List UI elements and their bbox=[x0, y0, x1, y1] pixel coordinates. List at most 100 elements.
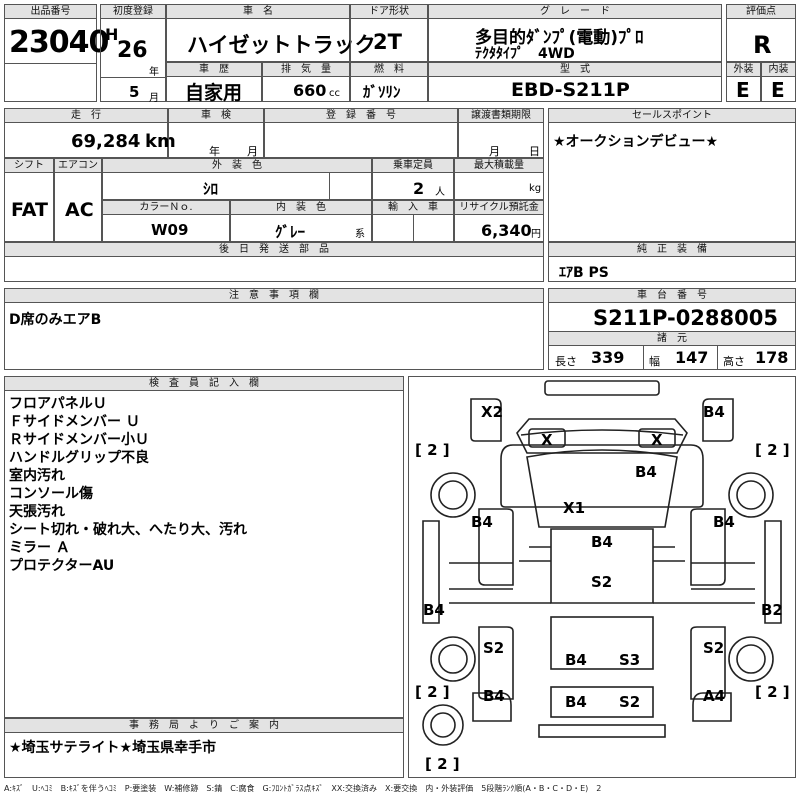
color-number-header: カラーＮｏ. bbox=[103, 201, 229, 215]
width-value: 147 bbox=[675, 348, 709, 367]
sales-point-cell: セールスポイント ★オークションデビュー★ bbox=[548, 108, 796, 242]
exterior-color-header: 外 装 色 bbox=[103, 159, 371, 173]
history-header: 車 歴 bbox=[167, 63, 261, 77]
inspector-note: プロテクターAU bbox=[9, 558, 115, 574]
model-cell: 型 式 EBD-S211P bbox=[428, 62, 722, 102]
interior-grade-cell: 内装 E bbox=[761, 62, 796, 102]
mark-cab-floor: B4 bbox=[591, 533, 613, 551]
interior-color-header: 内 装 色 bbox=[231, 201, 371, 215]
displacement-unit: cc bbox=[329, 88, 340, 99]
width-label: 幅 bbox=[649, 355, 660, 368]
chassis-number-cell: 車 台 番 号 S211P-0288005 諸 元 長さ 339 幅 147 高… bbox=[548, 288, 796, 370]
tire-front-right: [ 2 ] bbox=[755, 441, 790, 459]
mark-left-sill: B4 bbox=[423, 601, 445, 619]
fuel-value: ｶﾞｿﾘﾝ bbox=[363, 83, 401, 101]
model-value: EBD-S211P bbox=[511, 79, 630, 101]
mark-front-right-corner: B4 bbox=[703, 403, 725, 421]
displacement-header: 排 気 量 bbox=[263, 63, 349, 77]
inspector-note: Ｆサイドメンバー Ｕ bbox=[9, 414, 140, 430]
first-registration-cell: 初度登録 H 26 年 5 月 bbox=[100, 4, 166, 104]
notes-value: D席のみエアB bbox=[9, 312, 102, 328]
capacity-header: 乗車定員 bbox=[373, 159, 453, 173]
height-label: 高さ bbox=[723, 355, 745, 368]
exterior-grade-cell: 外装 E bbox=[726, 62, 761, 102]
ac-header: エアコン bbox=[55, 159, 101, 173]
recycle-unit: 円 bbox=[531, 229, 541, 240]
later-parts-cell: 後 日 発 送 部 品 bbox=[4, 242, 544, 282]
mark-windshield: B4 bbox=[635, 463, 657, 481]
interior-color-value: ｸﾞﾚｰ bbox=[275, 223, 306, 241]
mark-left-headlight: X bbox=[541, 431, 553, 449]
inspector-notes-header: 検 査 員 記 入 欄 bbox=[5, 377, 403, 391]
inspector-note: ハンドルグリップ不良 bbox=[9, 450, 149, 466]
grade-header: グ レ ー ド bbox=[429, 5, 721, 19]
transfer-deadline-header: 譲渡書類期限 bbox=[459, 109, 543, 123]
exterior-grade-value: E bbox=[736, 78, 750, 102]
month-value: 5 bbox=[129, 83, 140, 101]
lot-number-value: 23040 bbox=[9, 25, 109, 60]
mark-bed-right: S3 bbox=[619, 651, 641, 669]
inspector-note: コンソール傷 bbox=[9, 486, 93, 502]
capacity-cell: 乗車定員 2 人 bbox=[372, 158, 454, 200]
mark-tailgate-right: S2 bbox=[619, 693, 641, 711]
exterior-grade-header: 外装 bbox=[727, 63, 760, 77]
transfer-month-unit: 月 bbox=[489, 145, 500, 158]
inspector-note: フロアパネルＵ bbox=[9, 396, 107, 412]
inspector-note: 室内汚れ bbox=[9, 468, 65, 484]
doors-header: ドア形状 bbox=[351, 5, 427, 19]
import-header: 輸 入 車 bbox=[373, 201, 453, 215]
interior-grade-header: 内装 bbox=[762, 63, 795, 77]
history-cell: 車 歴 自家用 bbox=[166, 62, 262, 104]
length-label: 長さ bbox=[555, 355, 577, 368]
mileage-header: 走 行 bbox=[5, 109, 167, 123]
tire-rear-right: [ 2 ] bbox=[755, 683, 790, 701]
ac-cell: エアコン AC bbox=[54, 158, 102, 242]
grade-cell: グ レ ー ド 多目的ﾀﾞﾝﾌﾟ(電動)ﾌﾟﾛ ﾃｸﾀﾀｲﾌﾟ 4WD bbox=[428, 4, 722, 62]
month-unit: 月 bbox=[149, 93, 159, 104]
chassis-number-value: S211P-0288005 bbox=[593, 306, 778, 330]
ac-value: AC bbox=[65, 199, 94, 221]
year-unit: 年 bbox=[149, 67, 159, 78]
fuel-cell: 燃 料 ｶﾞｿﾘﾝ bbox=[350, 62, 428, 102]
shift-header: シフト bbox=[5, 159, 53, 173]
mark-left-rear-fender: B4 bbox=[483, 687, 505, 705]
inspection-header: 車 検 bbox=[169, 109, 263, 123]
chassis-number-header: 車 台 番 号 bbox=[549, 289, 795, 303]
exterior-color-cell: 外 装 色 ｼﾛ bbox=[102, 158, 372, 200]
mark-right-bed-side: S2 bbox=[703, 639, 725, 657]
inspection-cell: 車 検 年 月 bbox=[168, 108, 264, 158]
fuel-header: 燃 料 bbox=[351, 63, 427, 77]
doors-cell: ドア形状 2T bbox=[350, 4, 428, 62]
shift-cell: シフト FAT bbox=[4, 158, 54, 242]
sales-point-value: ★オークションデビュー★ bbox=[553, 134, 719, 150]
score-cell: 評価点 R bbox=[726, 4, 796, 62]
notes-header: 注 意 事 項 欄 bbox=[5, 289, 543, 303]
inspection-month-unit: 月 bbox=[247, 145, 258, 158]
recycle-header: リサイクル預託金 bbox=[455, 201, 543, 215]
max-load-unit: kg bbox=[529, 183, 542, 194]
inspector-note: Ｒサイドメンバー小Ｕ bbox=[9, 432, 149, 448]
inspector-notes-cell: 検 査 員 記 入 欄 フロアパネルＵ Ｆサイドメンバー Ｕ Ｒサイドメンバー小… bbox=[4, 376, 404, 718]
mark-right-rear-fender: A4 bbox=[703, 687, 726, 705]
score-value: R bbox=[753, 31, 772, 59]
genuine-equipment-value: ｴｱB PS bbox=[559, 265, 609, 281]
model-header: 型 式 bbox=[429, 63, 721, 77]
inspector-note: ミラー Ａ bbox=[9, 540, 70, 556]
inspector-notes-list: フロアパネルＵ Ｆサイドメンバー Ｕ Ｒサイドメンバー小Ｕ ハンドルグリップ不良… bbox=[9, 395, 247, 575]
era-value: H bbox=[105, 25, 119, 44]
inspector-note: 天張汚れ bbox=[9, 504, 65, 520]
transfer-day-unit: 日 bbox=[529, 145, 540, 158]
notes-cell: 注 意 事 項 欄 D席のみエアB bbox=[4, 288, 544, 370]
registration-number-header: 登 録 番 号 bbox=[265, 109, 457, 123]
history-value: 自家用 bbox=[185, 82, 243, 104]
displacement-value: 660 bbox=[293, 81, 327, 100]
inspector-note: シート切れ・破れ大、へたり大、汚れ bbox=[9, 522, 247, 538]
mark-tailgate-left: B4 bbox=[565, 693, 587, 711]
genuine-equipment-cell: 純 正 装 備 ｴｱB PS bbox=[548, 242, 796, 282]
doors-value: 2T bbox=[373, 30, 402, 54]
interior-color-cell: 内 装 色 ｸﾞﾚｰ 系 bbox=[230, 200, 372, 242]
grade-line1: 多目的ﾀﾞﾝﾌﾟ(電動)ﾌﾟﾛ bbox=[475, 28, 644, 48]
color-number-value: W09 bbox=[151, 221, 189, 239]
later-parts-header: 後 日 発 送 部 品 bbox=[5, 243, 543, 257]
max-load-cell: 最大積載量 kg bbox=[454, 158, 544, 200]
